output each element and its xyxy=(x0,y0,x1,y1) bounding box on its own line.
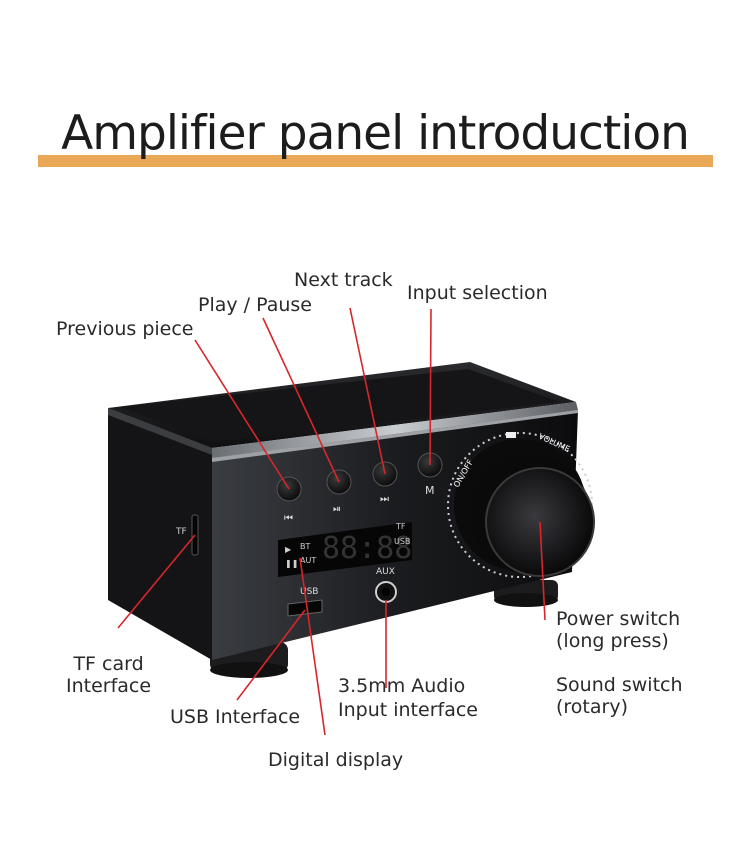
label-aux-line1: 3.5mm Audio xyxy=(338,675,466,697)
page-title: Amplifier panel introduction xyxy=(61,106,690,161)
display-aut: AUT xyxy=(300,556,316,565)
label-previous-piece: Previous piece xyxy=(56,318,194,340)
label-usb-interface: USB Interface xyxy=(170,706,301,728)
front-edge-trim xyxy=(212,402,578,458)
display-usb: USB xyxy=(394,537,410,546)
digital-display: BT AUT ▶ ❚❚ 88:88 TF USB xyxy=(278,522,412,577)
svg-text:❚❚: ❚❚ xyxy=(285,559,298,568)
label-power-switch-line2: (long press) xyxy=(556,630,669,652)
label-digital-display: Digital display xyxy=(268,749,404,771)
label-sound-switch-line1: Sound switch xyxy=(556,674,683,696)
svg-text:▶: ▶ xyxy=(285,545,292,554)
leader-display xyxy=(299,557,326,736)
tf-side-label: TF xyxy=(175,527,187,537)
play-pause-icon: ⏯ xyxy=(333,504,341,515)
label-tf-card-line2: Interface xyxy=(66,675,152,697)
title-area: Amplifier panel introduction xyxy=(0,0,750,180)
leader-input xyxy=(429,308,432,466)
label-aux: 3.5mm Audio Input interface xyxy=(338,675,478,721)
usb-port-label: USB xyxy=(300,587,318,597)
label-power-switch: Power switch (long press) xyxy=(556,608,680,652)
label-input-selection: Input selection xyxy=(407,282,548,304)
leader-usb xyxy=(236,609,306,701)
label-tf-card: TF card Interface xyxy=(66,653,151,697)
usb-port[interactable] xyxy=(287,599,323,617)
next-icon: ⏭ xyxy=(380,494,389,505)
leader-play xyxy=(262,317,340,483)
aux-port-label: AUX xyxy=(376,567,395,577)
leader-previous xyxy=(194,339,290,490)
leader-power xyxy=(539,521,546,621)
display-digits: 88:88 xyxy=(322,531,412,566)
label-sound-switch-line2: (rotary) xyxy=(556,696,628,718)
title-underline-bar xyxy=(38,155,713,167)
label-next-track: Next track xyxy=(294,269,393,291)
display-tf: TF xyxy=(395,522,406,531)
label-power-switch-line1: Power switch xyxy=(556,608,681,630)
mode-button-label: M xyxy=(425,484,435,497)
side-panel xyxy=(108,408,212,660)
leader-lines xyxy=(117,307,546,736)
display-bt: BT xyxy=(300,542,310,551)
label-sound-switch: Sound switch (rotary) xyxy=(556,674,683,718)
leader-tf xyxy=(117,534,196,629)
label-tf-card-line1: TF card xyxy=(73,653,144,675)
label-aux-line2: Input interface xyxy=(338,699,478,721)
label-play-pause: Play / Pause xyxy=(198,294,312,316)
previous-icon: ⏮ xyxy=(284,513,293,524)
leader-next xyxy=(349,307,386,475)
